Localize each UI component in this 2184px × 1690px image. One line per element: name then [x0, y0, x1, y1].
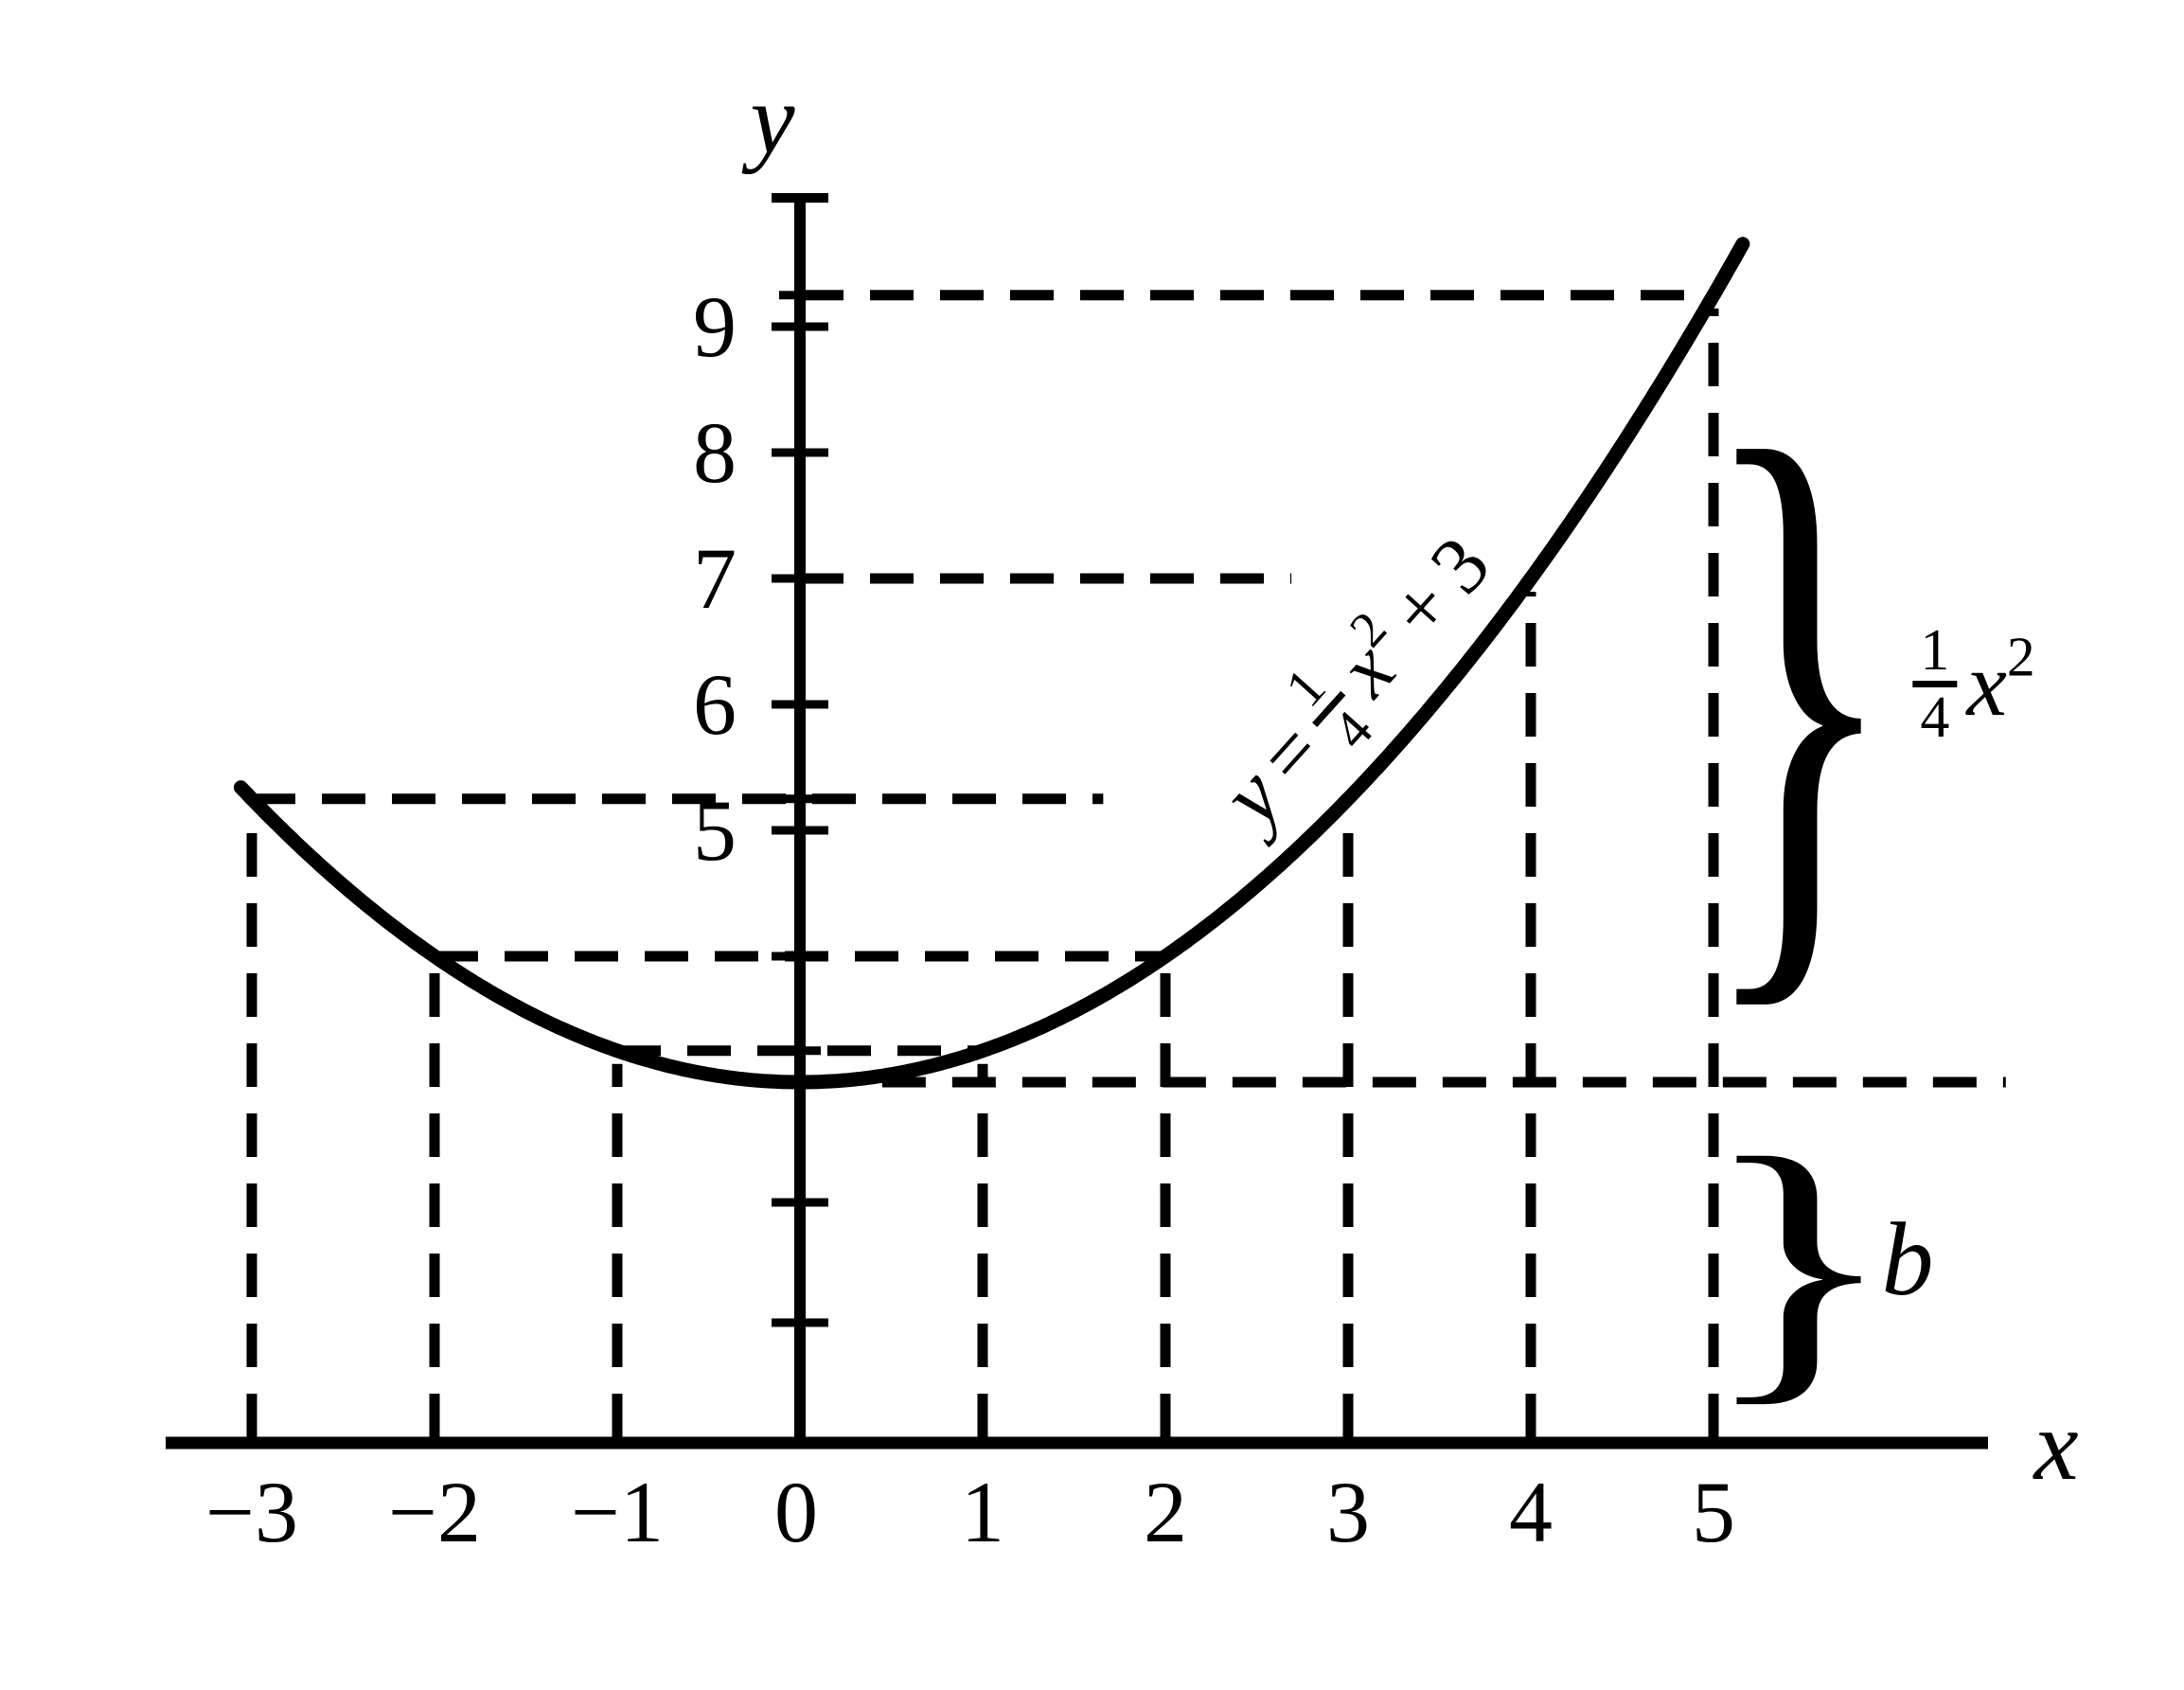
x-axis-label: x: [2033, 1390, 2079, 1501]
curve-parabola: [233, 237, 1750, 1090]
x-tick-label: 0: [774, 1464, 818, 1560]
y-tick-label: 6: [693, 656, 737, 753]
y-tick-label: 8: [693, 404, 737, 501]
y-tick-label: 5: [693, 782, 737, 879]
x-tick-label: −2: [388, 1464, 481, 1560]
quadratic-term-fraction: 1 4: [1912, 620, 1958, 749]
curly-brace-quadratic-icon: }: [1698, 316, 1898, 1060]
x-tick-label: 1: [961, 1464, 1004, 1560]
x-tick-label: 2: [1144, 1464, 1187, 1560]
intercept-label: b: [1881, 1201, 1934, 1317]
y-axis-label: y: [750, 63, 795, 174]
x-tick-label: −3: [205, 1464, 298, 1560]
x-tick-label: 3: [1326, 1464, 1370, 1560]
curly-brace-intercept-icon: }: [1699, 1097, 1899, 1430]
y-tick-label: 7: [693, 530, 737, 627]
x-tick-label: 5: [1692, 1464, 1735, 1560]
y-tick-label: 9: [693, 278, 737, 375]
x-tick-label: −1: [571, 1464, 664, 1560]
x-tick-label: 4: [1509, 1464, 1553, 1560]
